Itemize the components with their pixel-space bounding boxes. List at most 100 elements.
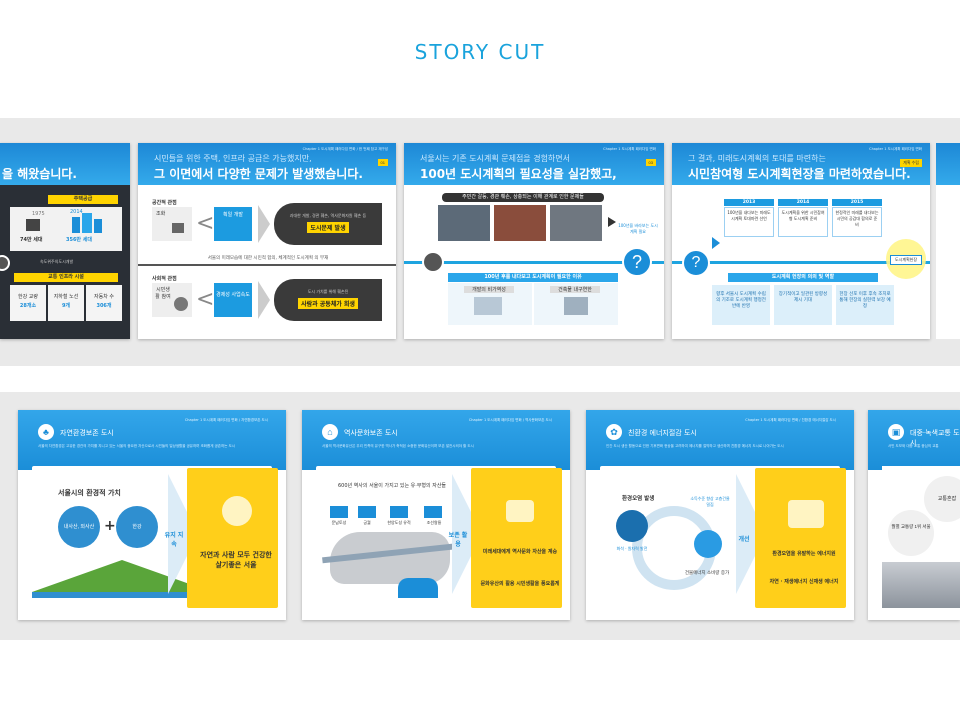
value-slide-3[interactable]: ✿ 친환경 에너지절감 도시 Chapter 1 도시계획 패러다임 변화 / …: [586, 410, 854, 620]
story-slide-1[interactable]: 을 해왔습니다. 주택공급 1975 2014 74만 세대 356만 세대 속…: [0, 143, 130, 339]
right-card: 획일 개발: [214, 207, 252, 241]
year-2014: 2014: [70, 209, 83, 215]
heritage-label: 조선왕릉: [426, 520, 442, 525]
story-slide-4[interactable]: 그 결과, 미래도시계획의 토대를 마련하는 시민참여형 도시계획현장을 마련하…: [672, 143, 930, 339]
slide-header: 시민들을 위한 주택, 인프라 공급은 가능했지만, 그 이면에서 다양한 문제…: [138, 143, 396, 185]
slide-breadcrumb: Chapter 1 도시계획 패러다임 변화 / 친환경 에너지절감 도시: [745, 418, 836, 422]
less-than-icon: <: [196, 211, 215, 236]
eco-city-icon: [788, 500, 824, 528]
stat-label: 자동차 수: [94, 294, 114, 300]
heritage-icon: [358, 506, 376, 518]
arrow-label: 유지 지속: [164, 532, 184, 548]
slide-header: [18, 410, 286, 470]
traffic-circle: 월별 교통량 1위 서울: [888, 510, 934, 556]
river-graphic: [32, 592, 202, 598]
stat-card: [10, 285, 46, 321]
slide-breadcrumb: Chapter 1 도시계획 패러다임 변화 / 역사문화보존 도시: [468, 418, 552, 422]
slide-header: [868, 410, 960, 470]
slide-title: 자연환경보존 도시: [60, 429, 114, 437]
section-heading: 600년 역사의 서울이 가지고 있는 유·무형의 자산들: [337, 483, 447, 489]
next-slide-edge: [936, 143, 960, 339]
slide-tag: 03: [645, 159, 656, 166]
arrow-label: 개선: [738, 536, 750, 543]
slide-subtitle: 서울시는 기존 도시계획 문제점을 경험하면서: [420, 154, 571, 163]
slide-header: [936, 143, 960, 185]
year-text: 도시계획을 위한 시민참여형 도시계획 준비: [778, 207, 828, 237]
slide-description: 서울의 역사문화유산은 우리 민족의 유구한 역사가 축적된 소중한 문화유산이…: [322, 444, 474, 448]
heritage-label: 한양도성 유적: [387, 520, 411, 525]
stat-card: [86, 285, 122, 321]
congestion-circle: 교통혼잡: [924, 476, 960, 522]
slide-title: 친환경 에너지절감 도시: [628, 429, 697, 437]
family-icon: [222, 496, 252, 526]
problem-small: 도시 가치를 위해 훼손된: [307, 289, 349, 294]
problem-small: 과대한 개발, 경관 훼손, 역사문화자원 훼손 등: [289, 213, 367, 218]
stat-value: 28개소: [19, 303, 37, 309]
needed-label: 100년 후를 내다보고 도시계획이 필요한 이유: [448, 273, 618, 282]
cycle-label: 건물에너지 소비량 증가: [684, 571, 730, 576]
year-label: 2014: [778, 199, 828, 206]
question-icon: ?: [622, 247, 652, 277]
mountain-circle: 내사산, 외사산: [58, 506, 100, 548]
slide-main-title: 을 해왔습니다.: [2, 167, 77, 181]
result-text: 환경오염을 유발하는 에너지원: [772, 551, 836, 557]
row-label: 사회적 관점: [152, 276, 177, 282]
slide-breadcrumb: Chapter 1 도시계획 패러다임 변화: [869, 147, 922, 151]
year-label: 2013: [724, 199, 774, 206]
bus-icon: ▣: [888, 424, 904, 440]
value-slide-1[interactable]: ♣ 자연환경보존 도시 Chapter 1 도시계획 패러다임 변화 / 자연환…: [18, 410, 286, 620]
problem-panel: 도시 가치를 위해 훼손된 사람과 공동체가 희생: [274, 279, 382, 321]
year-label: 2015: [832, 199, 882, 206]
right-card-label: 획일 개발: [223, 212, 243, 218]
building-icon: [564, 297, 588, 315]
heritage-label: 궁궐: [363, 520, 371, 525]
households-1975: 74만 세대: [20, 237, 43, 243]
households-2014: 356만 세대: [66, 237, 92, 243]
left-card-label: 조화: [156, 211, 166, 217]
slide-subtitle: 시민들을 위한 주택, 인프라 공급은 가능했지만,: [154, 154, 312, 163]
people-icon: [398, 578, 438, 598]
result-panel: [470, 468, 562, 608]
reason-label: 개발의 비가역성: [464, 286, 514, 293]
stat-value: 306개: [96, 303, 112, 309]
role-column: 향후 서울시 도시계획 수립의 기조로 도시계획 행정전반에 반영: [712, 285, 770, 325]
heritage-label: 문남토성: [331, 520, 347, 525]
value-slide-4[interactable]: ▣ 대중·녹색교통 도시 서민 도보와 대중 교통 중심의 교통 교통혼잡 월별…: [868, 410, 960, 620]
story-slide-3[interactable]: 서울시는 기존 도시계획 문제점을 경험하면서 100년 도시계획의 필요성을 …: [404, 143, 664, 339]
timeline-line: [404, 261, 664, 264]
value-slide-2[interactable]: ⌂ 역사문화보존 도시 Chapter 1 도시계획 패러다임 변화 / 역사문…: [302, 410, 570, 620]
stat-label: 지하철 노선: [53, 294, 79, 300]
slide-breadcrumb: Chapter 1 도시계획 패러다임 변화 / 한 번째 참고 재구성: [302, 147, 388, 151]
arrow-label: 보존 활용: [448, 532, 468, 548]
building-icon: [72, 217, 80, 233]
slide-description: 서울의 자연환경은 고유한 경관의 가치를 지니고 있는 서울의 중요한 자산으…: [38, 444, 236, 448]
question-icon: ?: [682, 249, 710, 277]
heritage-icon: [330, 506, 348, 518]
middle-text: 서울의 미래모습에 대한 시민적 합의, 체계적인 도시계획 의 부재: [207, 256, 329, 261]
photo-image: [550, 205, 602, 241]
factory-icon: [616, 510, 648, 542]
gate-icon: [506, 500, 534, 522]
right-card: 경제성 사업속도: [214, 283, 252, 317]
slide-header: [302, 410, 570, 470]
story-slide-2[interactable]: 시민들을 위한 주택, 인프라 공급은 가능했지만, 그 이면에서 다양한 문제…: [138, 143, 396, 339]
photo-image: [438, 205, 490, 241]
row-label: 공간적 관점: [152, 200, 177, 206]
slide-header: 을 해왔습니다.: [0, 143, 130, 185]
leaf-icon: ✿: [606, 424, 622, 440]
building-icon: [94, 219, 102, 233]
palace-icon: ⌂: [322, 424, 338, 440]
section-heading: 서울시의 환경적 가치: [58, 489, 121, 497]
timeline-node-icon: [0, 255, 10, 271]
less-than-icon: <: [196, 287, 215, 312]
problem-panel: 과대한 개발, 경관 훼손, 역사문화자원 훼손 등 도시문제 발생: [274, 203, 382, 245]
stat-card: [48, 285, 84, 321]
photos-label: 주민간 갈등, 경관 훼손, 상충되는 이해 관계로 인한 문제들: [442, 193, 604, 202]
stat-value: 9개: [61, 303, 71, 309]
section-heading: 환경오염 발생: [622, 496, 655, 502]
role-column: 헌장 선포 이후 후속 조치로 통해 헌장의 실현력 보강 예정: [836, 285, 894, 325]
slide-tag: 01: [377, 159, 388, 166]
result-text: 미래세대에게 역사문화 자산을 계승: [482, 549, 558, 555]
tree-icon: ♣: [38, 424, 54, 440]
result-panel: [186, 468, 278, 608]
